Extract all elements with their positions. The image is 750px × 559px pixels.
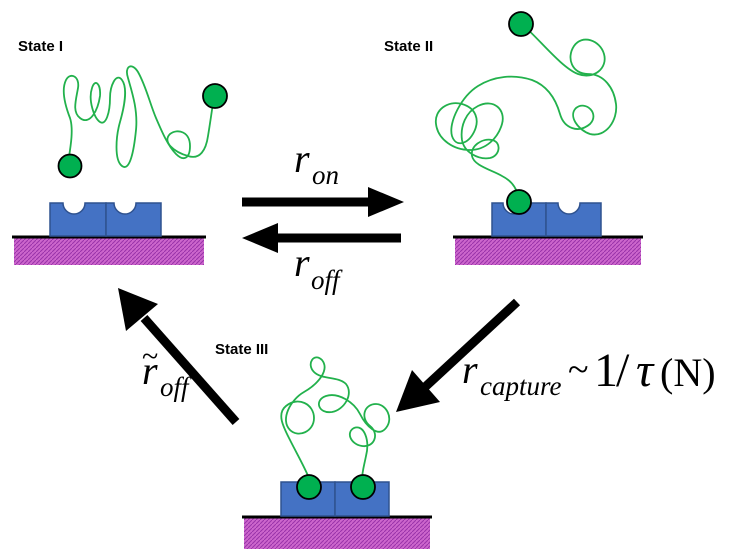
- rate-on-subscript: on: [312, 160, 339, 190]
- state-3-bead-left: [296, 474, 322, 500]
- state-2-label: State II: [384, 38, 433, 55]
- state-2-group: State II: [384, 11, 643, 265]
- state-3-surface: [244, 517, 430, 549]
- rate-capture-numerator: 1: [594, 344, 618, 397]
- rate-on-symbol: r: [294, 136, 310, 181]
- rate-off-tilde-subscript: off: [160, 372, 192, 402]
- state-2-bead-bound-end: [506, 189, 532, 215]
- state-3-label: State III: [215, 341, 268, 358]
- state-1-label: State I: [18, 38, 63, 55]
- rate-off-tilde-accent: ~: [142, 340, 158, 373]
- rate-off-label: r off: [294, 240, 343, 295]
- arrow-off: [242, 223, 401, 253]
- rate-capture-proportional-sign: ~: [568, 349, 589, 391]
- state-3-polymer-chain: [280, 356, 391, 481]
- state-1-polymer-chain: [62, 65, 215, 168]
- state-3-group: State III: [215, 341, 432, 549]
- state-1-receptor-blocks: [49, 202, 162, 237]
- rate-capture-tau: τ: [636, 344, 655, 397]
- state-1-surface: [14, 237, 204, 265]
- arrow-capture: [396, 298, 521, 412]
- rate-off-tilde-symbol: r: [142, 348, 158, 393]
- state-2-bead-free-end: [508, 11, 534, 37]
- rate-off-tilde-label: ~ r off: [142, 340, 192, 402]
- rate-off-subscript: off: [311, 265, 343, 295]
- state-2-polymer-chain: [435, 25, 618, 197]
- state-2-surface: [455, 237, 641, 265]
- state-3-bead-right: [350, 474, 376, 500]
- rate-capture-argument: (N): [660, 350, 716, 395]
- arrow-on: [242, 187, 404, 217]
- rate-capture-subscript: capture: [480, 371, 561, 401]
- rate-off-symbol: r: [294, 240, 310, 285]
- state-2-receptor-blocks: [491, 202, 602, 237]
- arrow-off-tilde: [118, 288, 240, 425]
- state-1-bead-free-end: [202, 83, 228, 109]
- rate-on-label: r on: [294, 136, 339, 190]
- rate-capture-slash: /: [616, 344, 630, 397]
- rate-capture-symbol: r: [462, 347, 478, 392]
- rate-capture-label: r capture ~ 1 / τ (N): [462, 344, 716, 401]
- state-1-bead-bound-end: [57, 153, 83, 179]
- state-1-group: State I: [12, 38, 228, 265]
